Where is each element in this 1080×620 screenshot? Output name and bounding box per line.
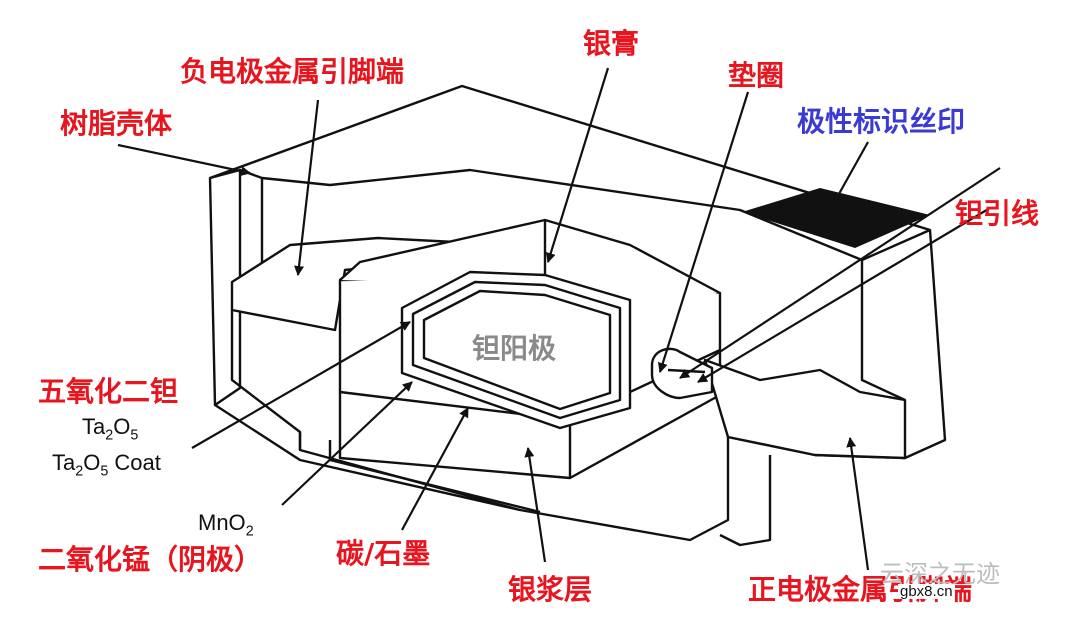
label-polarity-marking: 极性标识丝印	[797, 105, 966, 138]
label-silver-paste-cap: 银膏	[583, 27, 640, 60]
arrow-negative-terminal	[294, 99, 320, 276]
label-silver-paste-layer: 银浆层	[508, 573, 593, 606]
label-ta2o5-coat: Ta2O5 Coat	[52, 450, 161, 480]
label-resin-body: 树脂壳体	[60, 107, 173, 140]
arrow-tantalum-wire-2	[697, 207, 991, 383]
anode-core-outer	[400, 270, 632, 430]
polarity-marking-band	[742, 188, 930, 248]
arrow-carbon-graphite	[401, 407, 469, 531]
arrow-resin-body	[117, 143, 251, 177]
anode-core-inner	[411, 280, 622, 420]
arrow-mno2	[281, 381, 413, 506]
label-tantalum-anode: 钽阳极	[472, 332, 557, 365]
label-negative-terminal: 负电极金属引脚端	[180, 55, 405, 88]
watermark-site: gbx8.cn	[898, 583, 955, 600]
arrow-silver-paste-cap	[545, 67, 610, 263]
watermark-text: 云深之无迹	[880, 560, 1000, 588]
label-carbon-graphite: 碳/石墨	[336, 537, 431, 570]
label-mno2: MnO2	[198, 510, 254, 540]
arrow-tantalum-wire	[679, 167, 1001, 379]
arrow-silver-paste-layer	[524, 447, 547, 563]
label-ta2o5: Ta2O5	[82, 414, 139, 444]
label-tantalum-wire: 钽引线	[955, 197, 1040, 230]
label-ta2o5-cn: 五氧化二钽	[38, 375, 179, 408]
label-mno2-cathode: 二氧化锰（阴极）	[38, 543, 263, 576]
label-gasket: 垫圈	[728, 59, 785, 92]
arrow-ta2o5	[191, 321, 411, 449]
arrow-gasket	[657, 91, 750, 373]
arrow-positive-terminal	[846, 437, 870, 571]
arrow-polarity-marking	[829, 141, 869, 211]
